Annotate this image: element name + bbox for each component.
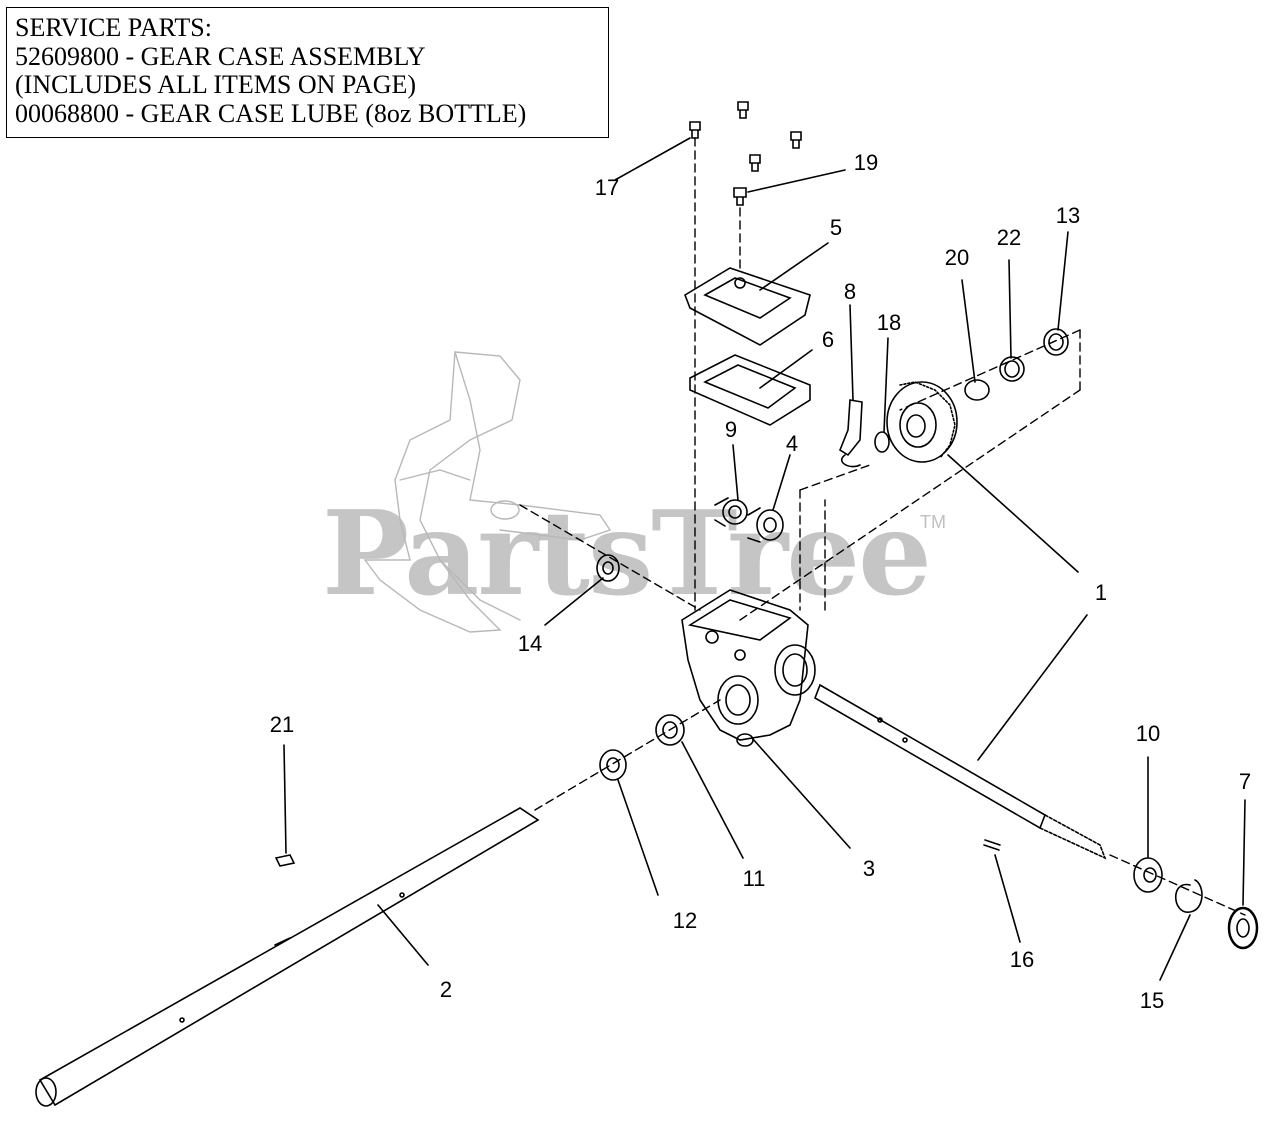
- watermark-text: PartsTree: [322, 486, 932, 622]
- service-parts-line-2: (INCLUDES ALL ITEMS ON PAGE): [15, 70, 417, 99]
- callout-16[interactable]: 16: [1009, 947, 1035, 972]
- watermark-tm: TM: [920, 512, 946, 532]
- impeller-ghost: [363, 351, 612, 633]
- callout-22[interactable]: 22: [996, 225, 1022, 250]
- callout-19[interactable]: 19: [853, 150, 879, 175]
- callout-14[interactable]: 14: [517, 631, 543, 656]
- callout-13[interactable]: 13: [1055, 203, 1081, 228]
- service-parts-line-3: 00068800 - GEAR CASE LUBE (8oz BOTTLE): [15, 98, 527, 128]
- part-2-shaft: [35, 807, 540, 1107]
- callout-7[interactable]: 7: [1238, 769, 1252, 794]
- part-1-shaft: [814, 683, 1107, 860]
- callout-18[interactable]: 18: [876, 310, 902, 335]
- callout-9[interactable]: 9: [724, 417, 738, 442]
- service-parts-line-1: 52609800 - GEAR CASE ASSEMBLY: [15, 41, 426, 71]
- callout-8[interactable]: 8: [843, 279, 857, 304]
- callout-3[interactable]: 3: [862, 856, 876, 881]
- service-parts-box: SERVICE PARTS: 52609800 - GEAR CASE ASSE…: [6, 7, 609, 138]
- callout-5[interactable]: 5: [829, 215, 843, 240]
- callout-1[interactable]: 1: [1094, 580, 1108, 605]
- callout-6[interactable]: 6: [821, 327, 835, 352]
- part-5-cover: [684, 267, 811, 346]
- callout-21[interactable]: 21: [269, 712, 295, 737]
- service-parts-heading: SERVICE PARTS:: [15, 13, 212, 42]
- callout-10[interactable]: 10: [1135, 721, 1161, 746]
- callout-4[interactable]: 4: [785, 431, 799, 456]
- callout-20[interactable]: 20: [944, 245, 970, 270]
- callout-2[interactable]: 2: [439, 977, 453, 1002]
- part-1-gear: [886, 381, 958, 463]
- bolts-group: [689, 101, 802, 206]
- part-6-gasket: [689, 354, 811, 426]
- part-8-key: [839, 399, 863, 457]
- callout-11[interactable]: 11: [742, 866, 766, 891]
- callout-17[interactable]: 17: [594, 175, 620, 200]
- part-3-gearcase: [681, 589, 816, 747]
- callout-15[interactable]: 15: [1139, 988, 1165, 1013]
- callout-12[interactable]: 12: [672, 908, 698, 933]
